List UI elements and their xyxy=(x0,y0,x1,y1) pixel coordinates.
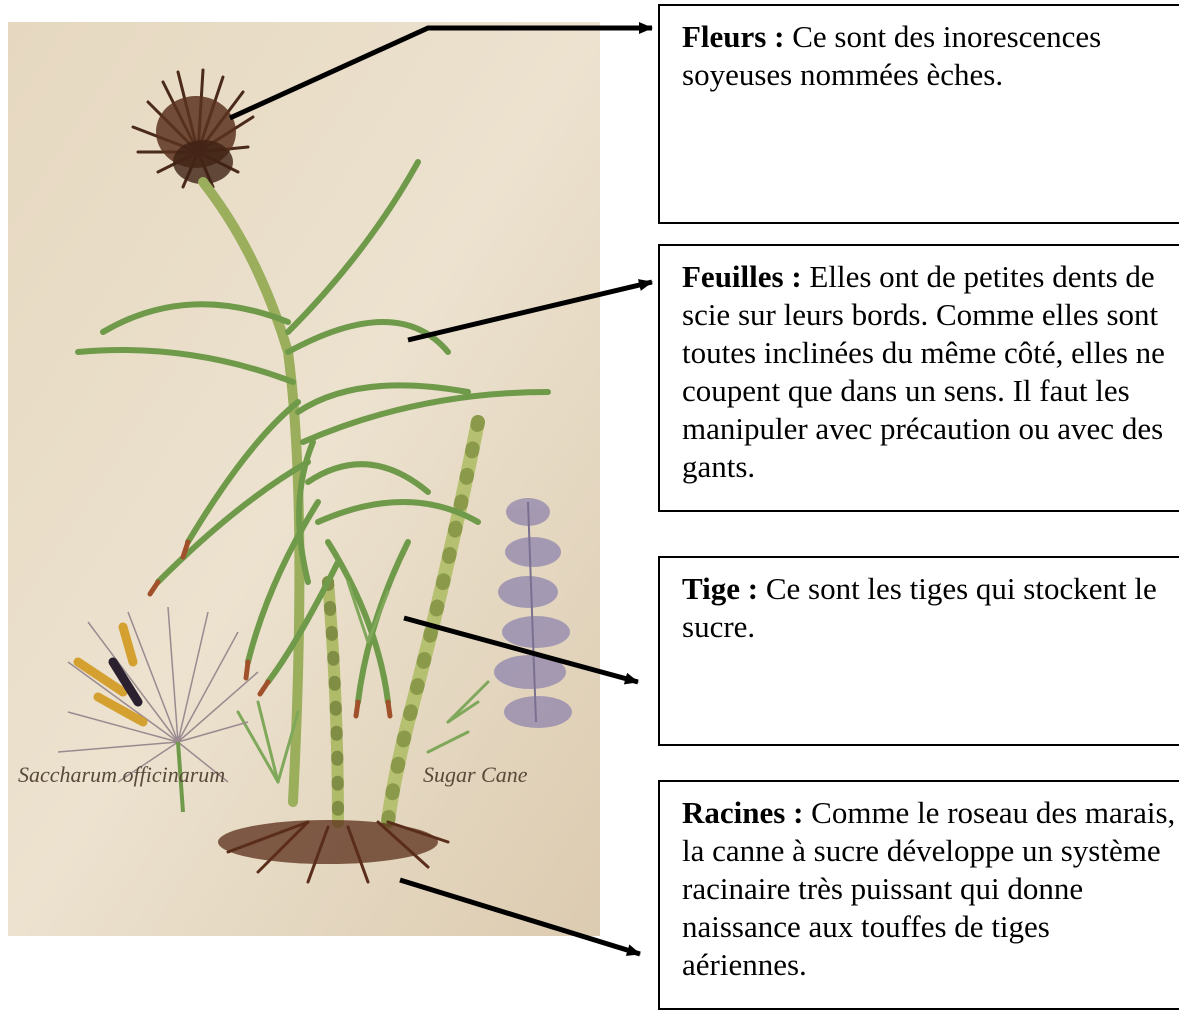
label-box-fleurs: Fleurs : Ce sont des inorescences soyeus… xyxy=(658,4,1179,224)
caption-latin: Saccharum officinarum xyxy=(18,762,225,787)
sugar-cane-illustration: Saccharum officinarum Sugar Cane xyxy=(8,22,600,936)
label-title-fleurs: Fleurs : xyxy=(682,19,784,54)
label-title-racines: Racines : xyxy=(682,795,803,830)
label-box-tige: Tige : Ce sont les tiges qui stockent le… xyxy=(658,556,1179,746)
caption-english: Sugar Cane xyxy=(423,762,528,787)
label-title-feuilles: Feuilles : xyxy=(682,259,802,294)
label-title-tige: Tige : xyxy=(682,571,758,606)
label-box-racines: Racines : Comme le roseau des marais, la… xyxy=(658,780,1179,1010)
label-box-feuilles: Feuilles : Elles ont de petites dents de… xyxy=(658,244,1179,512)
